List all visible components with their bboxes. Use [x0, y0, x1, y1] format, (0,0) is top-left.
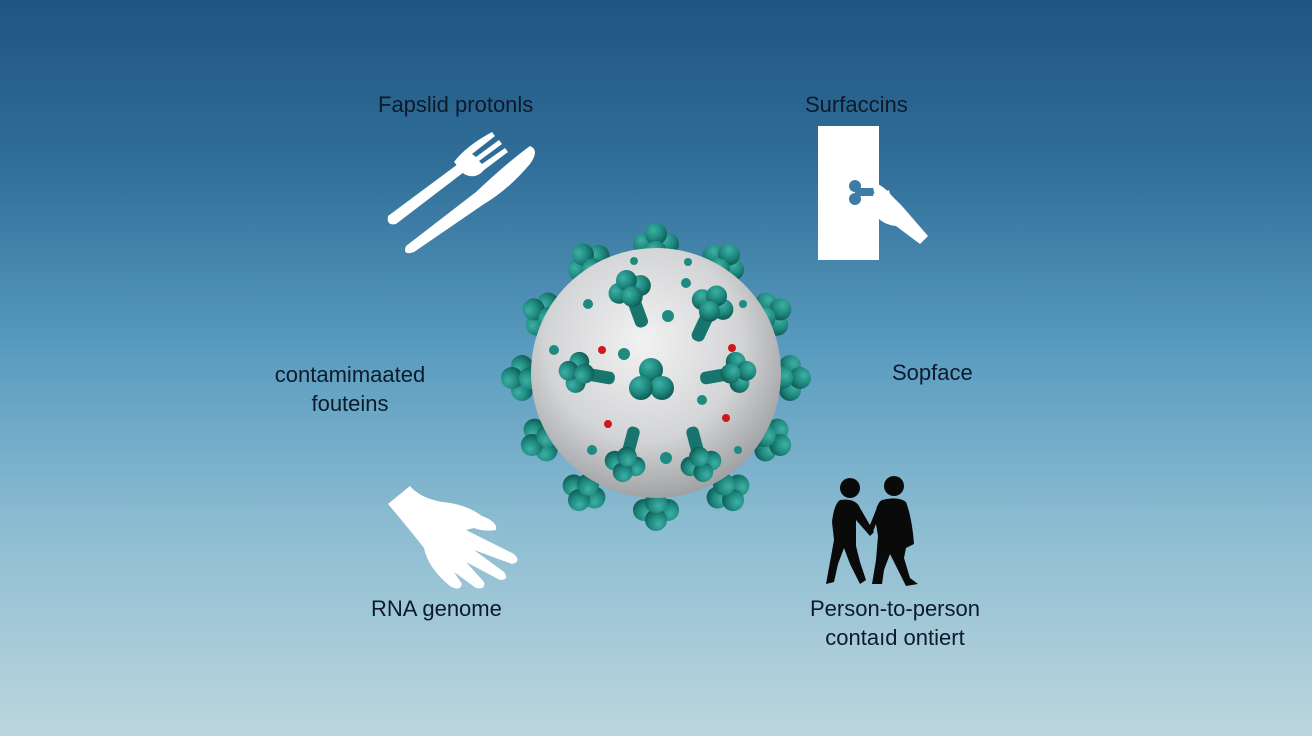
label-line: Person-to-person — [810, 596, 980, 621]
label-line: contaıd ontiert — [825, 625, 965, 650]
label-rna-genome: RNA genome — [371, 596, 502, 621]
door-handle-hand-icon — [818, 126, 928, 260]
label-line: fouteins — [311, 391, 389, 416]
label-person-to-person: Person-to-person contaıd ontiert — [795, 594, 995, 652]
coronavirus-virion — [501, 223, 811, 531]
label-contaminated-fouteins: contamimaated fouteins — [265, 360, 435, 418]
fork-knife-icon — [387, 132, 535, 254]
handshake-people-icon — [826, 476, 918, 586]
label-surfaccins: Surfaccins — [805, 92, 908, 117]
label-fapslid-protonls: Fapslid protonls — [378, 92, 534, 117]
open-hand-icon — [388, 486, 518, 589]
label-line: contamimaated — [274, 362, 426, 387]
label-sopface: Sopface — [892, 360, 973, 385]
